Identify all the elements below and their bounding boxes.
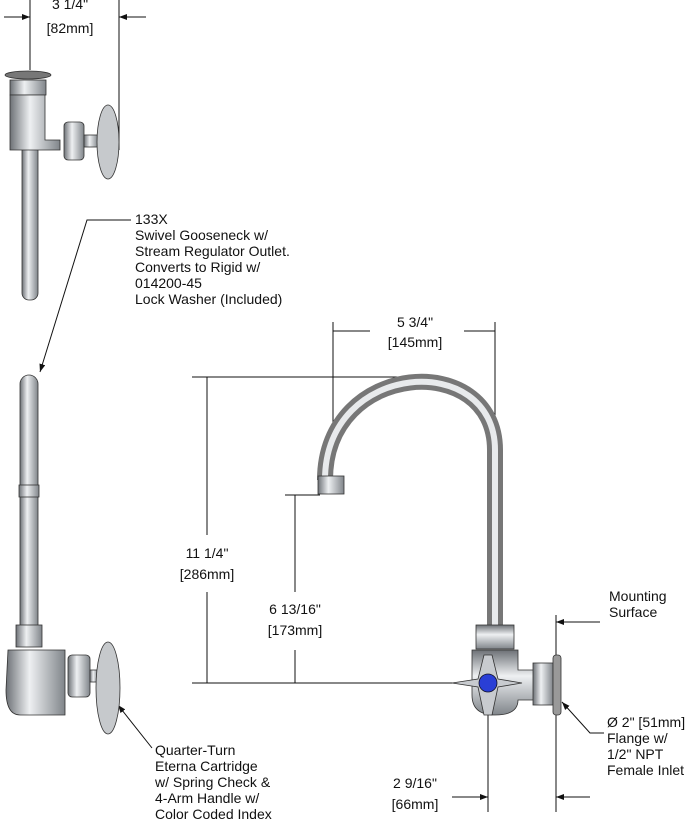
side-view-top	[4, 70, 120, 301]
callout-line: Color Coded Index	[155, 806, 272, 822]
callout-line: 014200-45	[135, 275, 202, 291]
wall-offset-metric: [66mm]	[391, 796, 439, 812]
overall-height-imperial: 11 1/4"	[185, 545, 229, 561]
callout-line: 1/2" NPT	[607, 746, 664, 762]
side-view-bottom	[5, 374, 121, 735]
callout-line: Converts to Rigid w/	[135, 259, 261, 275]
callout-line: Stream Regulator Outlet.	[135, 243, 290, 259]
callout-line: Ø 2" [51mm]	[607, 714, 686, 730]
wall-offset-imperial: 2 9/16"	[393, 775, 437, 791]
callout-line: 133X	[135, 211, 168, 227]
spout-reach-metric: [145mm]	[387, 334, 443, 350]
callout-line: Surface	[609, 604, 658, 620]
gooseneck-callout: 133X Swivel Gooseneck w/ Stream Regulato…	[135, 211, 290, 307]
front-view-faucet	[317, 373, 562, 716]
spout-reach-imperial: 5 3/4"	[396, 314, 434, 330]
flange-callout: Ø 2" [51mm] Flange w/ 1/2" NPT Female In…	[607, 714, 685, 778]
callout-line: Mounting	[609, 588, 667, 604]
top-width-metric: [82mm]	[46, 20, 94, 36]
top-width-imperial: 3 1/4"	[51, 0, 89, 12]
mounting-surface-callout: Mounting Surface	[609, 588, 667, 620]
spout-clearance-metric: [173mm]	[267, 622, 323, 638]
callout-line: 4-Arm Handle w/	[155, 790, 260, 806]
cartridge-callout: Quarter-Turn Eterna Cartridge w/ Spring …	[155, 742, 272, 822]
callout-line: Female Inlet	[607, 762, 685, 778]
callout-line: Lock Washer (Included)	[135, 291, 283, 307]
callout-line: Quarter-Turn	[155, 742, 236, 758]
callout-line: Eterna Cartridge	[155, 758, 258, 774]
overall-height-metric: [286mm]	[179, 566, 235, 582]
callout-line: Flange w/	[607, 730, 668, 746]
callout-line: w/ Spring Check &	[155, 774, 271, 790]
spout-clearance-imperial: 6 13/16"	[269, 601, 321, 617]
callout-line: Swivel Gooseneck w/	[135, 227, 269, 243]
